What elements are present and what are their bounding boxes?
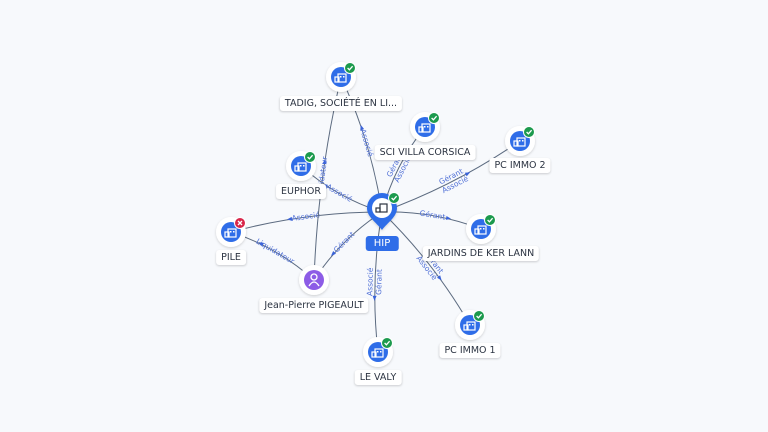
node-le_valy[interactable] <box>363 337 393 367</box>
edge-label-associ: Associé <box>358 128 375 158</box>
node-sci_villa[interactable] <box>410 112 440 142</box>
edge-label-associ: Associé <box>365 267 375 296</box>
active-status-icon <box>381 337 393 349</box>
active-status-icon <box>484 214 496 226</box>
edge-label-liquidateur: Liquidateur <box>255 237 297 267</box>
node-jp[interactable] <box>299 265 329 295</box>
active-status-icon <box>428 112 440 124</box>
building-icon <box>474 225 487 235</box>
nodes-layer <box>216 62 535 367</box>
edge-arrow <box>360 124 365 131</box>
node-pile[interactable] <box>216 217 246 247</box>
node-jardins[interactable] <box>466 214 496 244</box>
building-icon <box>224 228 237 238</box>
active-status-icon <box>523 126 535 138</box>
node-label-jp[interactable]: Jean-Pierre PIGEAULT <box>259 298 369 313</box>
building-icon <box>375 203 388 213</box>
active-status-icon <box>388 192 400 204</box>
node-label-le_valy[interactable]: LE VALY <box>354 370 402 385</box>
node-label-euphor[interactable]: EUPHOR <box>276 184 326 199</box>
edge-line <box>374 211 383 353</box>
edge-arrow <box>436 275 442 281</box>
building-icon <box>463 321 476 331</box>
edge-center-pile: Associé <box>230 210 383 233</box>
building-icon <box>294 162 307 172</box>
edge-label-associ: Associé <box>291 210 321 223</box>
building-icon <box>513 137 526 147</box>
edge-arrow <box>258 242 264 247</box>
edge-label-g-rant: Gérant <box>374 269 384 295</box>
building-icon <box>334 73 347 83</box>
edge-arrow <box>322 159 327 165</box>
edge-line <box>381 140 521 213</box>
edge-arrow <box>372 295 377 301</box>
node-tadig[interactable] <box>326 62 356 92</box>
active-status-icon <box>344 62 356 74</box>
active-status-icon <box>473 310 485 322</box>
edge-arrow <box>287 216 293 221</box>
node-label-pile[interactable]: PILE <box>216 250 246 265</box>
edge-arrow <box>331 250 336 256</box>
node-label-sci_villa[interactable]: SCI VILLA CORSICA <box>374 145 476 160</box>
edge-center-jardins: Gérant <box>381 208 482 230</box>
node-pc_immo2[interactable] <box>505 126 535 156</box>
node-label-pc_immo2[interactable]: PC IMMO 2 <box>489 158 551 173</box>
edge-line <box>381 211 471 326</box>
building-icon <box>418 123 431 133</box>
edge-label-associ: Associé <box>325 182 354 204</box>
node-label-jardins[interactable]: JARDINS DE KER LANN <box>422 246 540 261</box>
edge-label-g-rant: Gérant <box>419 208 446 221</box>
closed-status-icon <box>234 217 246 229</box>
node-label-pc_immo1[interactable]: PC IMMO 1 <box>439 343 501 358</box>
edge-label-g-rant: Gérant <box>332 230 357 255</box>
node-label-center[interactable]: HIP <box>365 236 399 251</box>
node-euphor[interactable] <box>286 151 316 181</box>
edge-arrow <box>445 215 452 220</box>
person-icon <box>308 273 320 287</box>
edge-arrow <box>464 172 471 177</box>
building-icon <box>371 348 384 358</box>
pin-inner <box>372 198 392 218</box>
edge-line <box>230 211 383 233</box>
node-center[interactable] <box>367 192 400 231</box>
node-label-tadig[interactable]: TADIG, SOCIÉTÉ EN LI... <box>279 96 403 111</box>
active-status-icon <box>304 151 316 163</box>
node-pc_immo1[interactable] <box>455 310 485 340</box>
